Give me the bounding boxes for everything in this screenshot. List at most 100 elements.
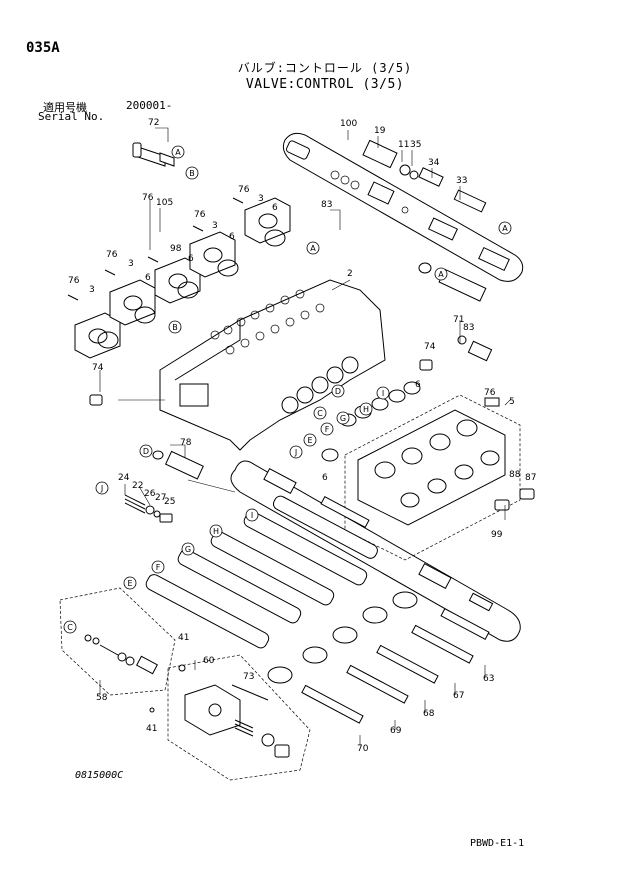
svg-text:J: J — [100, 484, 103, 493]
part-label-74: 74 — [424, 342, 436, 352]
part-label-83: 83 — [321, 200, 332, 210]
callout-H: H — [359, 402, 373, 416]
part-label-6: 6 — [188, 254, 194, 264]
part-label-72: 72 — [148, 118, 159, 128]
callout-I: I — [376, 386, 390, 400]
part-label-99: 99 — [491, 530, 503, 540]
part-label-105: 105 — [156, 198, 173, 208]
part-label-24: 24 — [118, 473, 130, 483]
svg-text:F: F — [325, 425, 330, 434]
part-label-74: 74 — [92, 363, 104, 373]
callout-B: B — [185, 166, 199, 180]
callout-E: E — [123, 576, 137, 590]
letter-callouts: A A A A B B C C D D E E F F G G H H I I J J — [63, 145, 512, 634]
svg-text:E: E — [307, 436, 312, 445]
svg-text:H: H — [213, 527, 219, 536]
part-label-6: 6 — [415, 380, 421, 390]
part-label-88: 88 — [509, 470, 521, 480]
svg-text:C: C — [67, 623, 73, 632]
flange-group — [67, 197, 291, 359]
part-label-70: 70 — [357, 744, 369, 754]
part-label-25: 25 — [164, 497, 175, 507]
svg-text:J: J — [294, 448, 297, 457]
part-label-76: 76 — [68, 276, 80, 286]
callout-F: F — [320, 422, 334, 436]
callout-F: F — [151, 560, 165, 574]
callout-I: I — [245, 508, 259, 522]
svg-text:A: A — [502, 224, 508, 233]
part-label-41: 41 — [178, 633, 189, 643]
part-label-19: 19 — [374, 126, 386, 136]
part-label-67: 67 — [453, 691, 464, 701]
part-label-78: 78 — [180, 438, 192, 448]
top-spool-assembly — [282, 132, 524, 282]
part-label-35: 35 — [410, 140, 421, 150]
callout-C: C — [313, 406, 327, 420]
title-english: VALVE:CONTROL (3/5) — [245, 77, 405, 92]
part-label-34: 34 — [428, 158, 440, 168]
part-label-60: 60 — [203, 656, 215, 666]
spool-assembly — [230, 460, 521, 642]
callout-G: G — [181, 542, 195, 556]
callout-A: A — [171, 145, 185, 159]
callout-D: D — [331, 384, 345, 398]
part-label-76: 76 — [238, 185, 250, 195]
part-label-3: 3 — [258, 194, 264, 204]
part-label-68: 68 — [423, 709, 435, 719]
part-label-63: 63 — [483, 674, 494, 684]
part-label-11: 11 — [398, 140, 409, 150]
part-label-5: 5 — [509, 397, 515, 407]
callout-A: A — [306, 241, 320, 255]
part-label-100: 100 — [340, 119, 357, 129]
part-label-33: 33 — [456, 176, 467, 186]
spools — [145, 495, 378, 649]
part-label-76: 76 — [484, 388, 496, 398]
part-label-83: 83 — [463, 323, 474, 333]
serial-label-japanese: 適用号機 — [43, 101, 87, 114]
title-japanese: バルブ:コントロール (3/5) — [237, 61, 413, 75]
svg-text:I: I — [382, 389, 384, 398]
part-label-6: 6 — [145, 273, 151, 283]
part-label-27: 27 — [155, 493, 166, 503]
part-label-73: 73 — [243, 672, 254, 682]
part-label-2: 2 — [347, 269, 353, 279]
part-label-71: 71 — [453, 315, 464, 325]
valve-block-60 — [149, 654, 311, 781]
callout-G: G — [336, 411, 350, 425]
svg-text:G: G — [185, 545, 191, 554]
relief-valve-72 — [132, 142, 175, 167]
svg-text:C: C — [317, 409, 323, 418]
part-label-58: 58 — [96, 693, 108, 703]
part-label-41: 41 — [146, 724, 157, 734]
part-label-69: 69 — [390, 726, 402, 736]
callout-E: E — [303, 433, 317, 447]
serial-label-english: Serial No. — [38, 110, 105, 123]
part-label-22: 22 — [132, 481, 143, 491]
check-valve-group-58 — [59, 587, 176, 696]
callout-H: H — [209, 524, 223, 538]
callout-C: C — [63, 620, 77, 634]
right-relief-valves — [89, 262, 500, 407]
main-valve-body — [159, 279, 386, 451]
callout-A: A — [434, 267, 448, 281]
svg-text:B: B — [172, 323, 178, 332]
svg-text:F: F — [156, 563, 161, 572]
left-valves — [124, 450, 204, 523]
svg-text:B: B — [189, 169, 195, 178]
part-label-76: 76 — [194, 210, 206, 220]
part-label-76: 76 — [106, 250, 118, 260]
svg-text:D: D — [335, 387, 341, 396]
svg-text:G: G — [340, 414, 346, 423]
part-label-87: 87 — [525, 473, 536, 483]
part-label-98: 98 — [170, 244, 182, 254]
svg-text:H: H — [363, 405, 369, 414]
part-label-76: 76 — [142, 193, 154, 203]
figure-number: 0815000C — [75, 770, 124, 781]
callout-D: D — [139, 444, 153, 458]
part-label-3: 3 — [212, 221, 218, 231]
svg-text:I: I — [251, 511, 253, 520]
part-label-3: 3 — [128, 259, 134, 269]
page-reference: PBWD-E1-1 — [470, 838, 525, 849]
svg-text:E: E — [127, 579, 132, 588]
